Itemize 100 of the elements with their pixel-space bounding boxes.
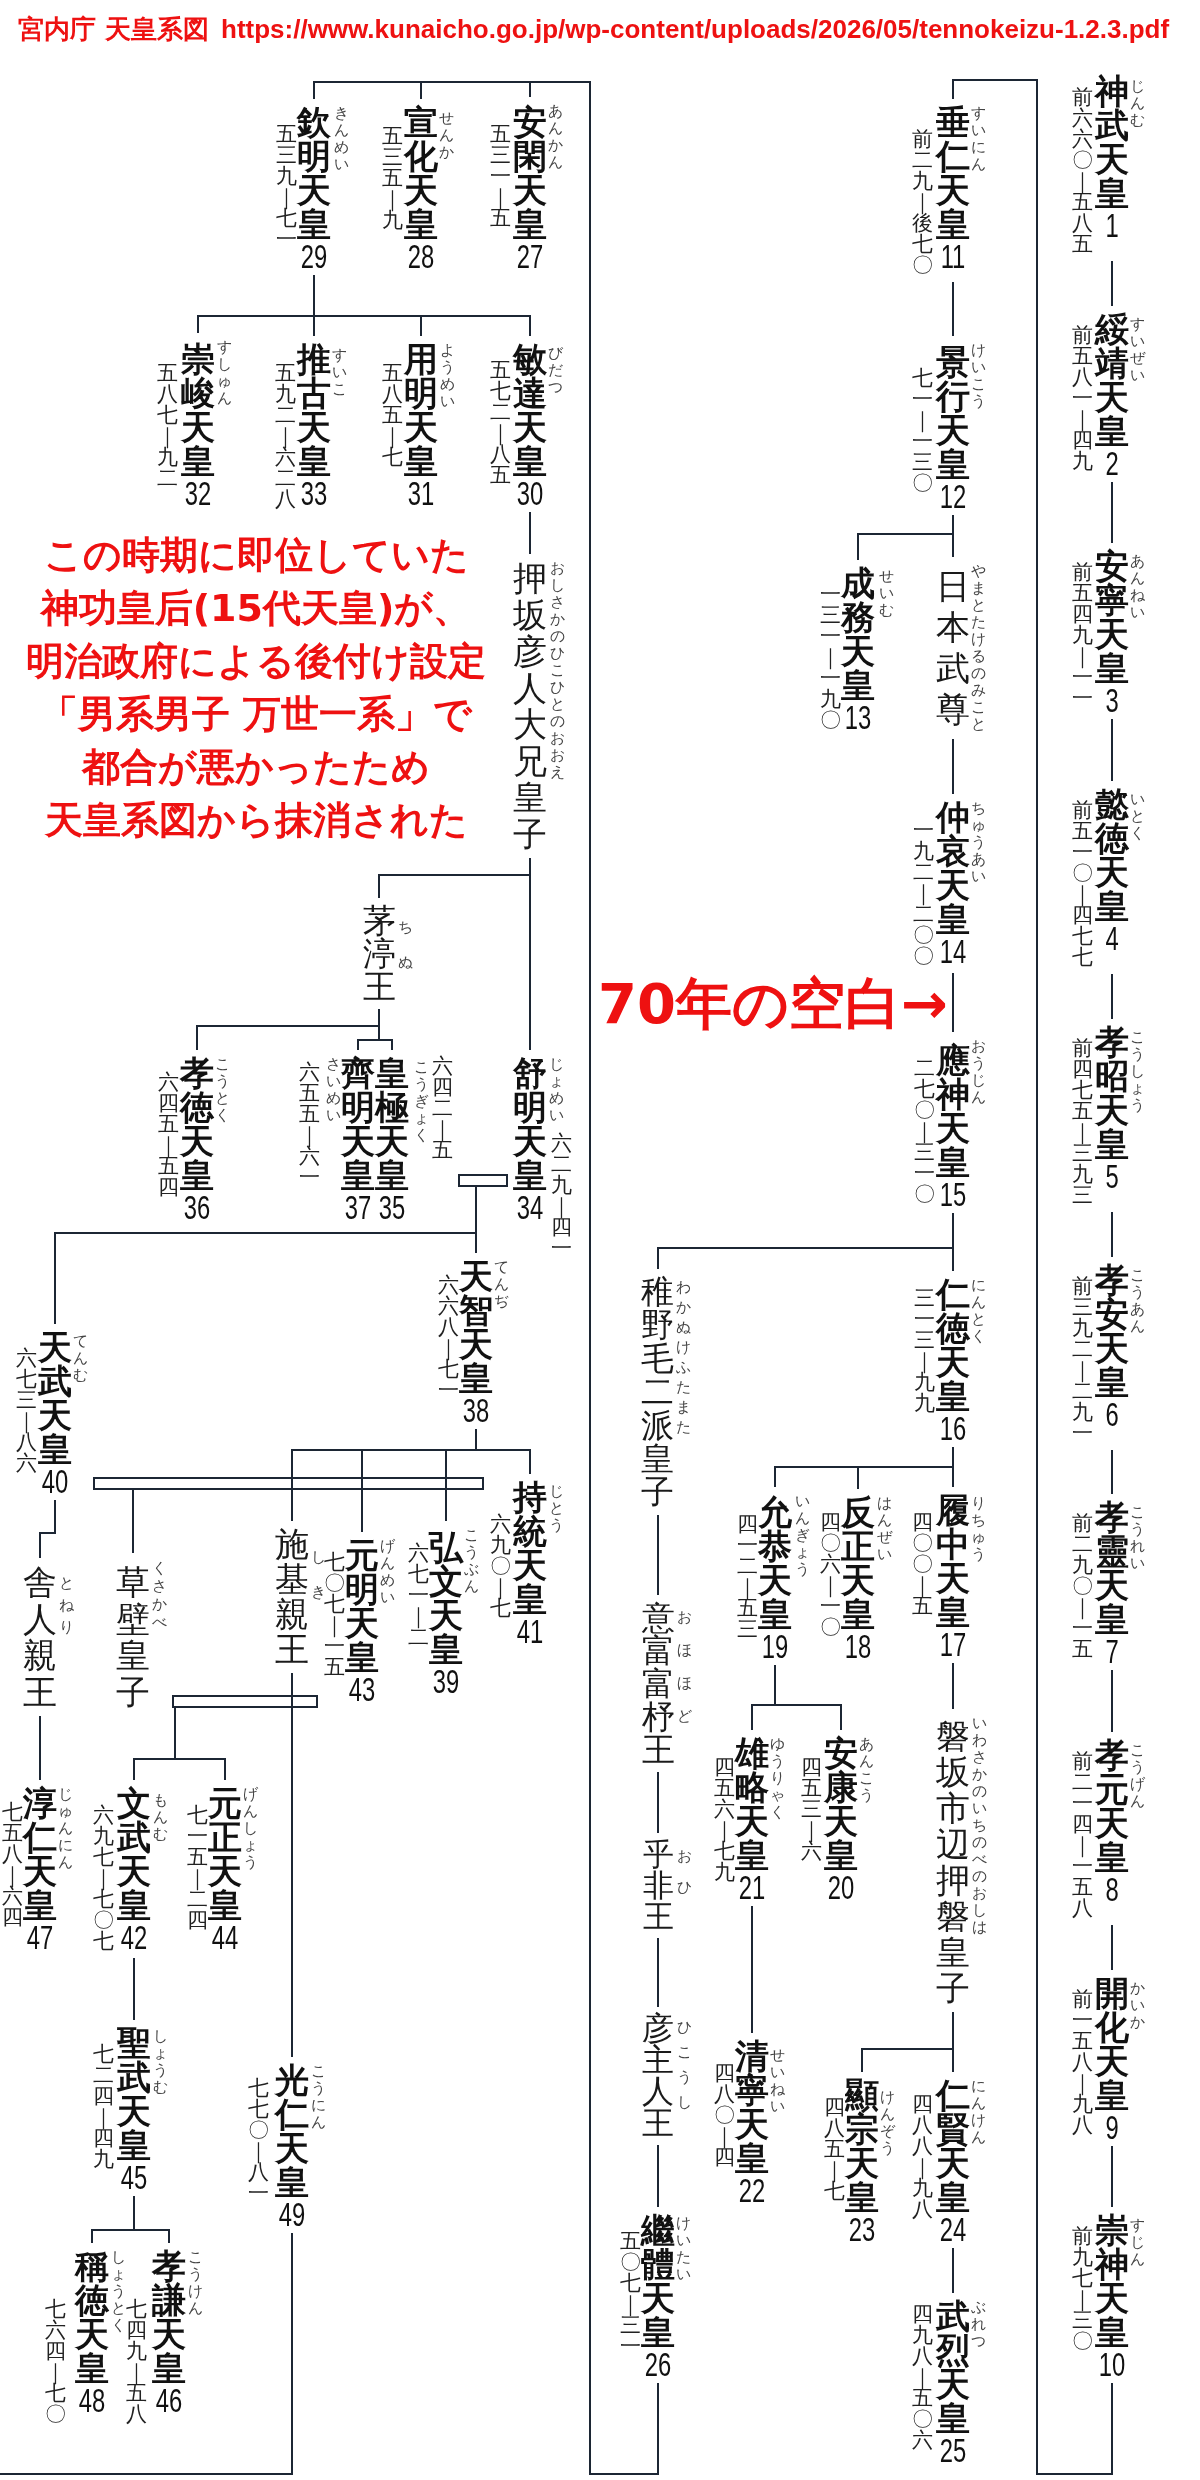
emperor-name: 欽明天皇 [297,105,331,241]
reading-text: すいこ [331,347,347,398]
emperor-name: 孝徳天皇 [180,1056,214,1192]
reign-number: 15 [939,1181,967,1207]
reading-text: ちぬ [397,917,413,973]
connector-line [1111,973,1113,1020]
reign-number: 3 [1105,687,1119,713]
reading-text: せいねい [769,2047,785,2115]
emperor-name: 安寧天皇 [1095,549,1129,685]
reign-dates: 四八五｜七 [823,2097,845,2202]
reign-number: 19 [761,1633,789,1659]
reign-number: 33 [300,480,328,506]
connector-line [952,738,954,795]
reign-number: 47 [26,1924,54,1950]
reading-text: とねり [58,1573,74,1638]
reign-number: 41 [516,1618,544,1644]
reign-number: 7 [1105,1638,1119,1664]
emperor-name: 景行天皇 [936,345,970,481]
emperor-name: 雄略天皇 [735,1736,769,1872]
emperor-name: 宣化天皇 [404,105,438,241]
connector-line [952,281,954,337]
emperor-name: 反正天皇 [841,1495,875,1631]
reading-text: げんめい [379,1538,395,1606]
connector-line [657,1212,954,1270]
reign-number: 37 [344,1194,372,1220]
reign-dates: 六七三｜八六 [15,1348,37,1474]
reading-text: こうぶん [463,1527,479,1595]
connector-line [291,1672,293,2058]
reading-text: おほほど [676,1607,692,1727]
reign-dates: 四〇六｜一〇 [819,1512,841,1638]
connector-line [1111,2145,1113,2208]
person-name: 彦主人王 [642,2013,674,2139]
reading-text: おしさかのひこひとのおおえ [549,560,565,781]
reign-number: 12 [939,483,967,509]
reign-dates: 六四五｜五四 [157,1072,179,1198]
reign-number: 32 [184,480,212,506]
emperor-name: 推古天皇 [297,342,331,478]
reading-text: すいぜい [1129,316,1145,384]
reign-number: 28 [407,243,435,269]
reign-dates: 七四九｜五八 [125,2299,147,2425]
double-line [172,1695,318,1708]
reign-number: 40 [41,1468,69,1494]
reign-number: 48 [78,2387,106,2413]
reading-text: かいか [1129,1980,1145,2031]
reading-text: ちゅうあい [970,800,986,885]
reign-dates: 五三一｜五 [489,124,511,229]
emperor-name: 齊明天皇 [341,1056,375,1192]
reign-number: 36 [183,1194,211,1220]
reign-dates: 六五五｜六一 [298,1062,320,1188]
reign-dates: 七〇七｜一五 [323,1552,345,1678]
reign-dates: 前五一〇｜四七七 [1071,800,1093,968]
connector-line [952,79,1113,2475]
emperor-name: 敏達天皇 [513,342,547,478]
reign-number: 42 [120,1924,148,1950]
emperor-name: 綏靖天皇 [1095,312,1129,448]
reading-text: ゆうりゃく [769,1736,785,1821]
connector-line [529,857,531,1051]
reading-text: げんしょう [242,1786,258,1871]
reading-text: あんこう [858,1736,874,1804]
reading-text: わかぬけふたまた [675,1277,691,1437]
person-name: 茅渟王 [362,904,396,1003]
connector-line [1111,718,1113,782]
annotation-text: この時期に即位していた神功皇后(15代天皇)が、明治政府による後付け設定「男系男子 万世一系」で都合が悪かったため天皇系図から抹消された [25,532,487,844]
reign-number: 49 [278,2201,306,2227]
emperor-name: 舒明天皇 [513,1056,547,1192]
emperor-name: 神武天皇 [1095,74,1129,210]
emperor-name: 孝靈天皇 [1095,1500,1129,1636]
reading-text: いとく [1129,791,1145,842]
reading-text: じょめい [548,1056,564,1124]
emperor-name: 武烈天皇 [936,2299,970,2435]
person-name: 意富富杼王 [641,1601,675,1766]
reading-text: こうげん [1129,1742,1145,1810]
reign-dates: 五七二｜八五 [489,360,511,486]
emperor-name: 垂仁天皇 [936,105,970,241]
emperor-name: 清寧天皇 [735,2039,769,2175]
reign-dates: 七一｜一三〇 [911,368,933,494]
reign-number: 30 [516,480,544,506]
reign-dates: 三一三｜九九 [913,1288,935,1414]
reading-text: りちゅう [970,1495,986,1563]
emperor-name: 光仁天皇 [275,2063,309,2199]
connector-line [952,972,954,1033]
connector-line [174,1706,318,1781]
reading-text: にんとく [970,1277,986,1345]
reign-dates: 四一二｜五三 [736,1514,758,1640]
person-name: 磐坂市辺押磐皇子 [936,1718,970,2006]
reading-text: けんぞう [879,2089,895,2157]
reign-number: 25 [939,2437,967,2463]
reign-dates: 五三九｜七一 [275,124,297,250]
reading-text: くさかべ [151,1559,167,1631]
connector-line [1111,1211,1113,1258]
connector-line [952,514,954,558]
emperor-name: 聖武天皇 [117,2026,151,2162]
reading-text: てんぢ [493,1259,509,1310]
reign-dates: 前六六〇｜五八五 [1071,87,1093,255]
connector-line [291,1428,477,1522]
connector-line [751,1664,776,1731]
reign-dates: 五九二｜六二八 [274,363,296,510]
connector-line [1111,1924,1113,1971]
connector-line [0,2232,293,2475]
reign-dates: 六九七｜七〇七 [92,1805,114,1952]
